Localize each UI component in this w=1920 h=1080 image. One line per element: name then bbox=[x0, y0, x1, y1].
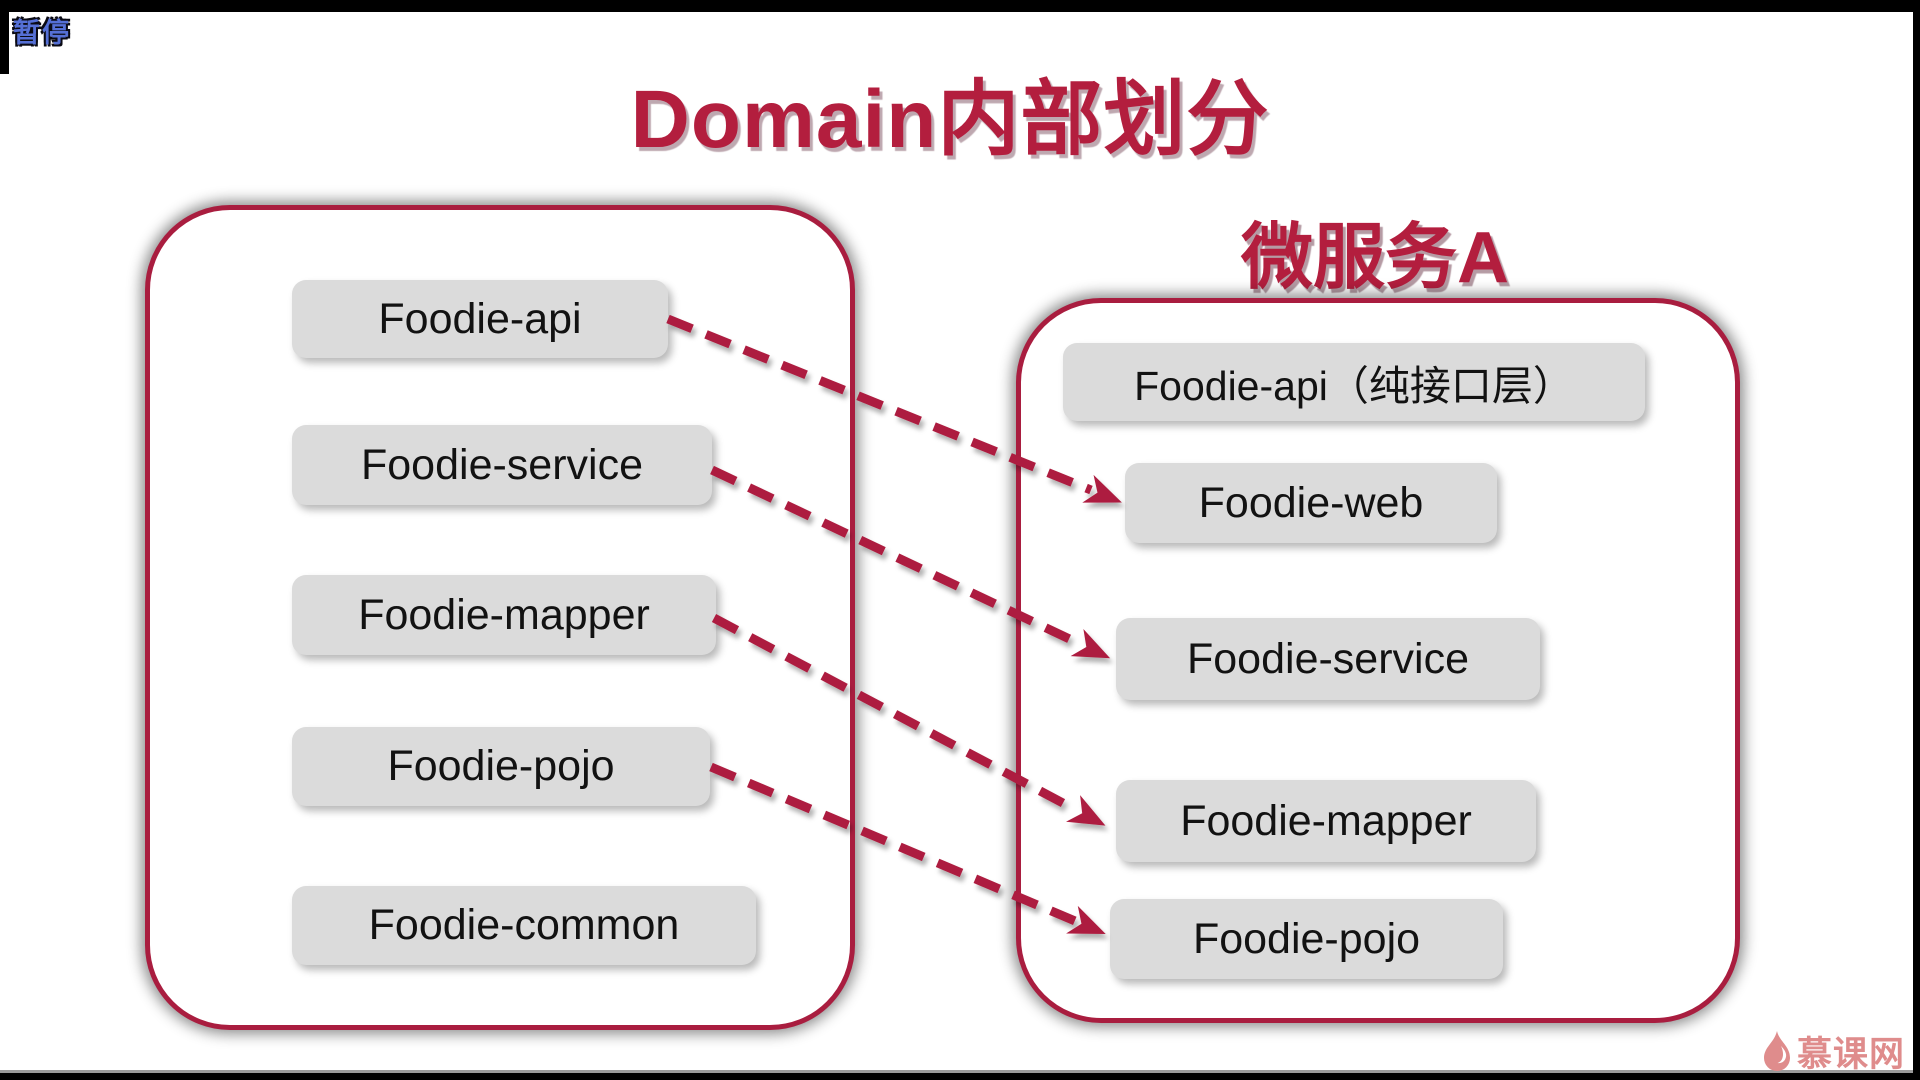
letterbox-bottom bbox=[0, 1073, 1920, 1080]
module-label: Foodie-service bbox=[1116, 618, 1540, 700]
letterbox-right bbox=[1913, 0, 1920, 1080]
module-label: Foodie-mapper bbox=[1116, 780, 1536, 862]
module-label: Foodie-api（纯接口层） bbox=[1063, 343, 1645, 421]
module-label: Foodie-pojo bbox=[292, 727, 710, 806]
flame-icon bbox=[1764, 1030, 1790, 1071]
page-title: Domain内部划分 bbox=[630, 74, 1270, 165]
module-label: Foodie-web bbox=[1125, 463, 1497, 543]
letterbox-top bbox=[0, 0, 1920, 12]
module-label: Foodie-pojo bbox=[1110, 899, 1503, 979]
letterbox-bottom-edge bbox=[0, 1070, 1920, 1073]
module-label: Foodie-mapper bbox=[292, 575, 716, 655]
module-label: Foodie-common bbox=[292, 886, 756, 965]
letterbox-left bbox=[0, 0, 9, 74]
watermark-label: 慕课网 bbox=[1797, 1035, 1906, 1074]
watermark: 慕课网 bbox=[1762, 1026, 1905, 1077]
microservice-group-title: 微服务A bbox=[1241, 218, 1509, 298]
pause-indicator: 暂停 bbox=[13, 18, 71, 48]
module-label: Foodie-service bbox=[292, 425, 712, 505]
module-label: Foodie-api bbox=[292, 280, 668, 358]
